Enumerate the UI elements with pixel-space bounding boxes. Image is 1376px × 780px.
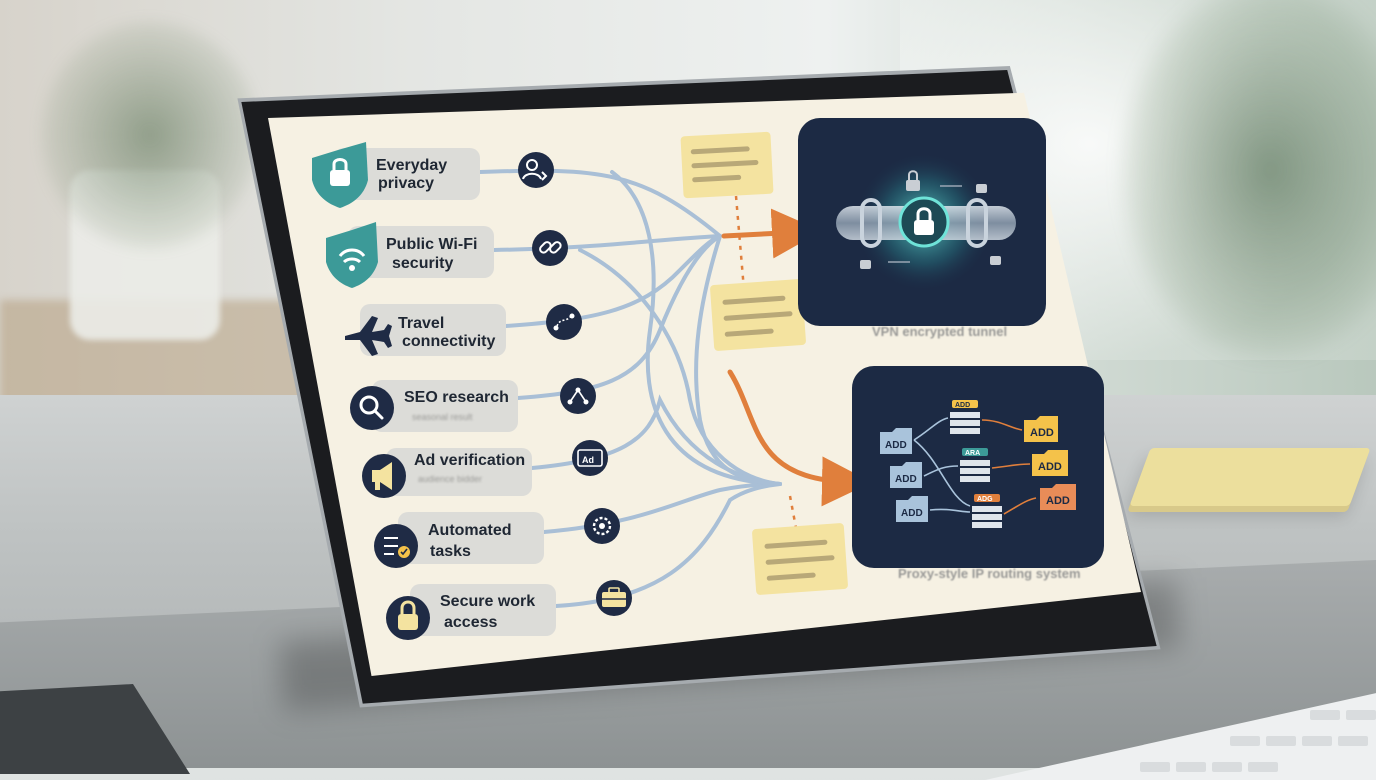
use-case-automated-tasks: Automated tasks <box>374 508 620 568</box>
dotted-line <box>734 195 746 291</box>
proxy-source-folder: ADD <box>890 462 922 488</box>
proxy-source-label: ADD <box>885 440 907 451</box>
keyboard-key <box>1140 762 1170 772</box>
use-case-label: security <box>392 255 453 272</box>
proxy-destination-folder: ADD <box>1024 416 1058 442</box>
shield-wifi-icon <box>326 222 378 288</box>
use-case-sublabel: audience bidder <box>418 474 482 484</box>
flow-line <box>554 482 782 608</box>
ad-icon: Ad <box>572 440 608 476</box>
use-case-label: Secure work <box>440 593 535 610</box>
use-case-label: connectivity <box>402 333 495 350</box>
airplane-icon <box>345 316 392 356</box>
lock-tunnel-icon <box>836 196 1016 248</box>
use-case-label: privacy <box>378 175 434 192</box>
vpn-panel-caption: VPN encrypted tunnel <box>872 324 1007 339</box>
keyboard-key <box>1346 710 1376 720</box>
checklist-icon <box>374 524 418 568</box>
proxy-source-folders: ADD ADD ADD <box>880 428 928 522</box>
use-case-label: SEO research <box>404 389 509 406</box>
briefcase-icon <box>596 580 632 616</box>
keyboard-key <box>1266 736 1296 746</box>
keyboard-key <box>1248 762 1278 772</box>
network-icon <box>560 378 596 414</box>
arrow-to-vpn <box>721 208 822 259</box>
small-lock-icons <box>860 170 1001 269</box>
proxy-destination-folders: ADD ADD ADD <box>1024 416 1076 510</box>
dotted-line <box>788 495 798 529</box>
proxy-destination-label: ADD <box>1038 461 1062 473</box>
arrow-to-proxy <box>727 369 872 507</box>
use-case-label: Travel <box>398 315 444 332</box>
use-case-label: Ad verification <box>414 452 525 469</box>
proxy-source-folder: ADD <box>880 428 912 454</box>
proxy-source-folder: ADD <box>896 496 928 522</box>
user-icon <box>518 152 554 188</box>
use-case-sublabel: seasonal result <box>412 412 473 422</box>
route-icon <box>546 304 582 340</box>
proxy-routing-lines <box>913 417 1037 515</box>
use-case-seo-research: SEO research seasonal result <box>350 378 596 432</box>
vpn-panel <box>798 118 1046 326</box>
proxy-destination-folder: ADD <box>1032 450 1068 476</box>
keyboard-key <box>1176 762 1206 772</box>
flow-line <box>694 234 782 486</box>
flow-line <box>578 248 782 486</box>
svg-text:Ad: Ad <box>582 455 594 465</box>
proxy-panel-caption: Proxy-style IP routing system <box>898 566 1081 581</box>
keyboard-key <box>1230 736 1260 746</box>
link-icon <box>532 230 568 266</box>
use-case-travel-connectivity: Travel connectivity <box>345 304 582 356</box>
keyboard-key <box>1302 736 1332 746</box>
use-case-label: Everyday <box>376 157 447 174</box>
flow-line <box>492 234 722 252</box>
magnifier-icon <box>350 386 394 430</box>
proxy-panel: ADD ADD ADD ADD ARA ADG <box>852 366 1104 568</box>
use-case-public-wifi-security: Public Wi-Fi security <box>326 222 568 288</box>
proxy-servers: ADD ARA ADG <box>950 400 1002 528</box>
sticky-notes <box>680 131 848 595</box>
proxy-destination-folder: ADD <box>1040 484 1076 510</box>
proxy-source-label: ADD <box>901 508 923 519</box>
proxy-destination-label: ADD <box>1030 427 1054 439</box>
keyboard-key <box>1212 762 1242 772</box>
keyboard-key <box>1338 736 1368 746</box>
use-case-label: Public Wi-Fi <box>386 236 477 253</box>
proxy-server-label: ARA <box>965 450 980 457</box>
background-plant-right <box>1120 0 1376 360</box>
orange-arrows <box>721 208 872 507</box>
keyboard-key <box>1310 710 1340 720</box>
padlock-icon <box>386 596 430 640</box>
use-case-label: access <box>444 614 497 631</box>
gear-icon <box>584 508 620 544</box>
use-case-label: Automated <box>428 522 512 539</box>
use-case-label: tasks <box>430 543 471 560</box>
sticky-note <box>752 523 848 595</box>
use-case-secure-work-access: Secure work access <box>386 580 632 640</box>
proxy-server-label: ADG <box>977 496 993 503</box>
use-case-ad-verification: Ad verification audience bidder Ad <box>362 440 608 498</box>
flow-line <box>610 170 782 486</box>
megaphone-icon <box>362 454 406 498</box>
sticky-note <box>710 279 806 351</box>
use-case-everyday-privacy: Everyday privacy <box>312 142 554 208</box>
proxy-source-label: ADD <box>895 474 917 485</box>
background-plant-left <box>40 20 260 250</box>
shield-lock-icon <box>312 142 368 208</box>
proxy-destination-label: ADD <box>1046 495 1070 507</box>
proxy-server-label: ADD <box>955 402 970 409</box>
flow-arrows <box>888 185 962 263</box>
sticky-note <box>680 131 774 199</box>
